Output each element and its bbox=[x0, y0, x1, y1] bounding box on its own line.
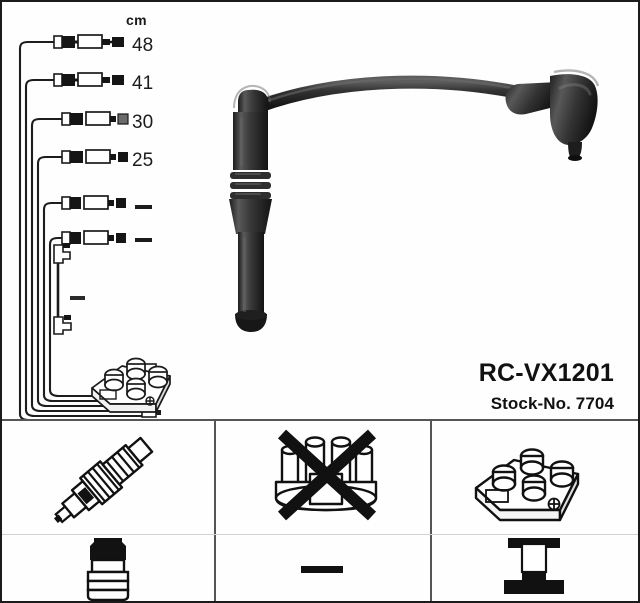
spark-plug-boot-icon bbox=[86, 538, 130, 601]
lead-connector-row-4 bbox=[61, 149, 128, 164]
cell-spark-plug-boot bbox=[2, 534, 214, 601]
lead-connector-row-3 bbox=[61, 111, 129, 126]
length-value-5 bbox=[135, 205, 152, 209]
unit-header: cm bbox=[126, 12, 147, 28]
dash-icon bbox=[301, 566, 343, 573]
lead-connector-row-2 bbox=[53, 72, 124, 87]
length-value-4: 25 bbox=[132, 150, 154, 171]
cell-distributor-dash bbox=[214, 534, 430, 601]
length-value-3: 30 bbox=[132, 112, 154, 133]
compatibility-panel bbox=[2, 420, 638, 601]
spark-plug-icon bbox=[53, 436, 154, 524]
aux-cable-length-dash bbox=[70, 296, 85, 300]
cell-coil-terminal bbox=[430, 534, 638, 601]
length-value-2: 41 bbox=[132, 73, 154, 94]
aux-jumper-cable bbox=[53, 243, 72, 335]
ignition-coil-pack-icon bbox=[474, 448, 580, 522]
cell-distributor-cap bbox=[214, 420, 430, 534]
row-divider bbox=[2, 534, 638, 535]
main-ignition-lead bbox=[229, 69, 600, 332]
length-value-1: 48 bbox=[132, 35, 154, 56]
column-divider-1 bbox=[214, 420, 216, 601]
top-diagram-area: cm 48 41 30 25 bbox=[2, 2, 638, 422]
coil-pack-drawing bbox=[91, 357, 171, 413]
product-code: RC-VX1201 bbox=[478, 359, 614, 387]
coil-terminal-icon bbox=[504, 538, 564, 594]
lead-connector-row-5 bbox=[61, 195, 126, 210]
wiring-schematic bbox=[2, 34, 638, 422]
cell-ignition-coil bbox=[430, 420, 638, 534]
product-stock-number: Stock-No. 7704 bbox=[490, 394, 614, 413]
lead-connector-row-1 bbox=[53, 34, 124, 49]
cell-spark-plug bbox=[2, 420, 214, 534]
distributor-cap-crossed-out-icon bbox=[274, 429, 378, 521]
column-divider-2 bbox=[430, 420, 432, 601]
length-value-6 bbox=[135, 238, 152, 242]
lead-connector-row-6 bbox=[61, 230, 126, 245]
